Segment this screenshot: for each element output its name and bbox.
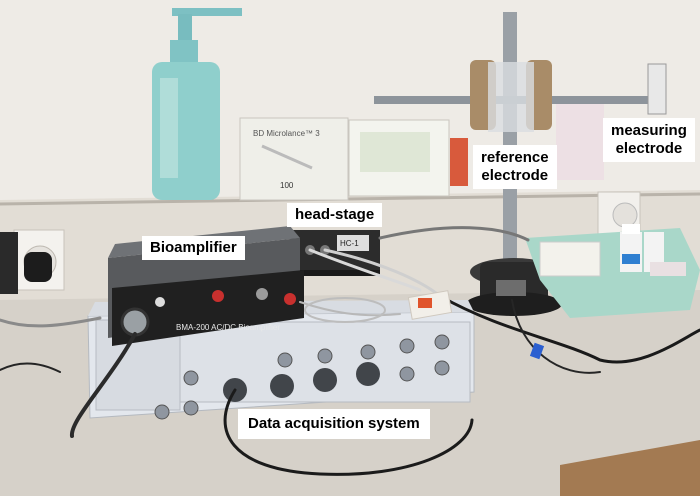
label-measuring-electrode: measuring electrode xyxy=(603,118,695,162)
label-head-stage: head-stage xyxy=(287,203,383,227)
pink-box xyxy=(556,100,604,180)
label-bioamplifier: Bioamplifier xyxy=(142,236,245,260)
stand-rod xyxy=(503,12,517,262)
cable-daq-loop xyxy=(223,388,474,476)
label-data-acquisition-system: Data acquisition system xyxy=(238,409,430,439)
wood-edge xyxy=(560,440,700,496)
amp-model-text: BMA-200 AC/DC Bioamplifier xyxy=(176,323,280,332)
pump-head xyxy=(172,8,242,16)
bottle-1 xyxy=(620,232,642,272)
head-stage-tag: HC-1 xyxy=(340,239,359,248)
label-reference-electrode: reference electrode xyxy=(473,145,557,189)
cable-amp-daq xyxy=(70,332,137,438)
box-count-text: 100 xyxy=(280,181,294,190)
measuring-holder xyxy=(647,63,667,115)
box-brand-text: BD Microlance™ 3 xyxy=(253,129,320,138)
